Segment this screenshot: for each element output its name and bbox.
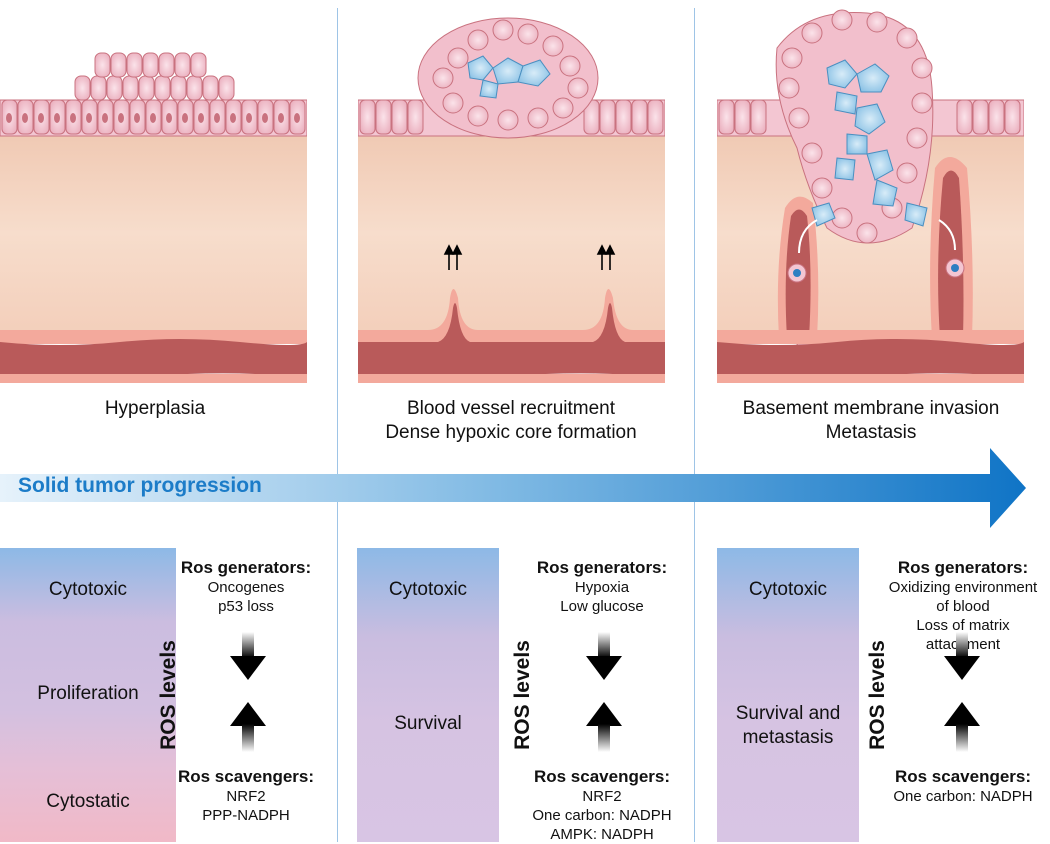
progression-arrow	[0, 448, 1026, 528]
ros-generators-block: Ros generators: Oxidizing environment of…	[888, 558, 1038, 653]
epithelial-layer	[0, 99, 307, 137]
ros-generators-block: Ros generators: Oncogenes p53 loss	[180, 558, 312, 615]
hyperplasia-illustration	[0, 8, 307, 383]
tumor-mass	[417, 17, 599, 139]
blood-vessel	[358, 289, 665, 383]
progression-label: Solid tumor progression	[18, 474, 262, 497]
ros-balance-arrows	[944, 632, 980, 752]
state-cytotoxic: Cytotoxic	[388, 579, 468, 600]
state-cytostatic: Cytostatic	[46, 791, 130, 812]
ros-scavengers-block: Ros scavengers: NRF2 One carbon: NADPH A…	[532, 767, 672, 843]
ros-gradient-panel: Cytotoxic Proliferation Cytostatic	[0, 548, 176, 842]
state-cytotoxic: Cytotoxic	[748, 579, 828, 600]
state-survival-and: Survival and	[735, 703, 841, 724]
state-proliferation: Proliferation	[37, 683, 139, 704]
upregulation-arrows	[443, 244, 616, 270]
panel-divider	[694, 8, 695, 842]
blood-vessel	[717, 330, 1024, 383]
invasion-metastasis-illustration	[717, 8, 1024, 383]
blood-vessel	[0, 330, 307, 383]
ros-levels-axis-label: ROS levels	[157, 640, 180, 750]
stage-caption-vessel-recruitment: Blood vessel recruitment Dense hypoxic c…	[385, 398, 637, 443]
ros-balance-arrows	[586, 632, 622, 752]
ros-scavengers-block: Ros scavengers: One carbon: NADPH	[893, 767, 1033, 805]
ros-scavengers-block: Ros scavengers: NRF2 PPP-NADPH	[177, 767, 315, 824]
ros-levels-axis-label: ROS levels	[511, 640, 534, 750]
state-survival: Survival	[394, 713, 462, 734]
stage-caption-hyperplasia: Hyperplasia	[104, 398, 206, 419]
vessel-recruitment-illustration	[358, 8, 665, 383]
state-cytotoxic: Cytotoxic	[48, 579, 128, 600]
stage-caption-invasion: Basement membrane invasion Metastasis	[742, 398, 1000, 443]
panel-divider	[337, 8, 338, 842]
invading-tumor	[775, 9, 934, 244]
ros-gradient-panel: Cytotoxic Survival and metastasis	[717, 548, 859, 842]
intravasation-arrows	[798, 219, 956, 254]
hyperplastic-mound	[74, 52, 235, 101]
ros-balance-arrows	[230, 632, 266, 752]
ros-gradient-panel: Cytotoxic Survival	[357, 548, 499, 842]
state-metastasis: metastasis	[742, 727, 834, 748]
ros-generators-block: Ros generators: Hypoxia Low glucose	[536, 558, 668, 615]
